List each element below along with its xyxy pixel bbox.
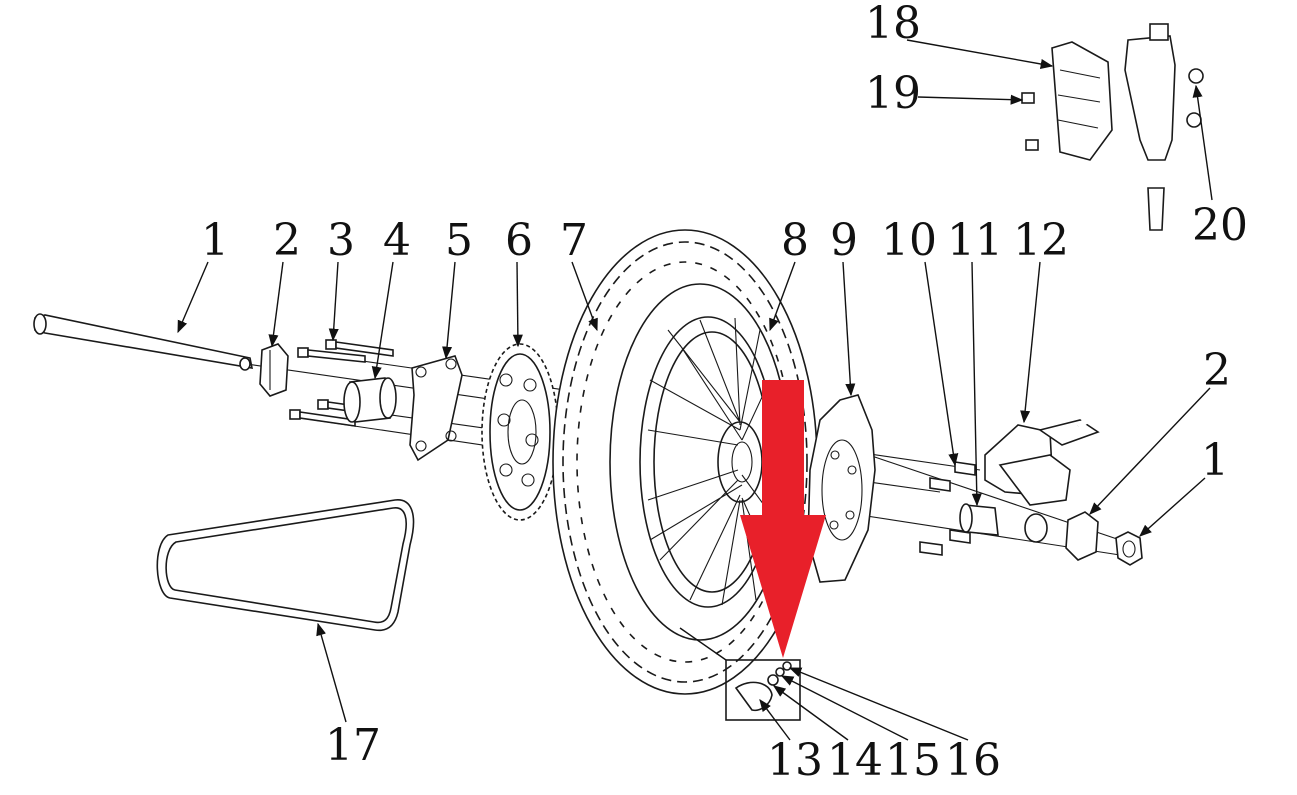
callout-18: 18: [865, 0, 921, 49]
down-arrow-icon: [740, 380, 826, 658]
sprocket-bolts-part-3: [289, 339, 394, 427]
callout-15: 15: [885, 735, 941, 786]
brake-caliper-part-12: [984, 419, 1100, 543]
drive-chain-part-17: [156, 499, 415, 632]
wheel-spacer-part-4: [343, 377, 397, 423]
callout-16: 16: [945, 735, 1001, 786]
guard-nuts-part-20: [1186, 68, 1204, 128]
rear-sprocket-part-6: [481, 343, 559, 521]
callout-17: 17: [325, 720, 381, 771]
callout-12: 12: [1013, 215, 1069, 266]
callout-labels: 1 2 3 4 5 6 7 8 9 10 11 12 2 1 13 14 15 …: [201, 0, 1248, 786]
callout-9: 9: [830, 215, 858, 266]
callout-10: 10: [881, 215, 937, 266]
callout-2-right: 2: [1203, 345, 1231, 396]
leader-lines: [177, 39, 1213, 741]
callout-14: 14: [827, 735, 883, 786]
callout-7: 7: [560, 215, 588, 266]
guard-bolts-part-19: [1021, 92, 1039, 151]
master-cylinder-guard-part-18: [1051, 41, 1113, 161]
callout-3: 3: [327, 215, 355, 266]
axle-adjuster-part-2-left: [259, 343, 289, 397]
callout-2-left: 2: [273, 215, 301, 266]
callout-8: 8: [781, 215, 809, 266]
callout-1-left: 1: [201, 215, 229, 266]
sprocket-plate-part-5: [409, 355, 463, 462]
callout-4: 4: [383, 215, 411, 266]
brake-disc-part-9: [807, 394, 876, 583]
callout-1-right: 1: [1201, 435, 1229, 486]
callout-19: 19: [865, 68, 921, 119]
axle-adjuster-part-2-right: [1065, 511, 1099, 561]
callout-11: 11: [947, 215, 1003, 266]
axle-part-1: [33, 313, 254, 371]
callout-5: 5: [445, 215, 473, 266]
right-spacer-part-11: [959, 503, 999, 536]
master-cylinder: [1124, 23, 1176, 231]
callout-6: 6: [505, 215, 533, 266]
axle-nut-part-1-right: [1115, 531, 1143, 566]
callout-13: 13: [767, 735, 823, 786]
disc-bolts-part-10: [919, 461, 976, 556]
callout-20: 20: [1192, 200, 1248, 251]
